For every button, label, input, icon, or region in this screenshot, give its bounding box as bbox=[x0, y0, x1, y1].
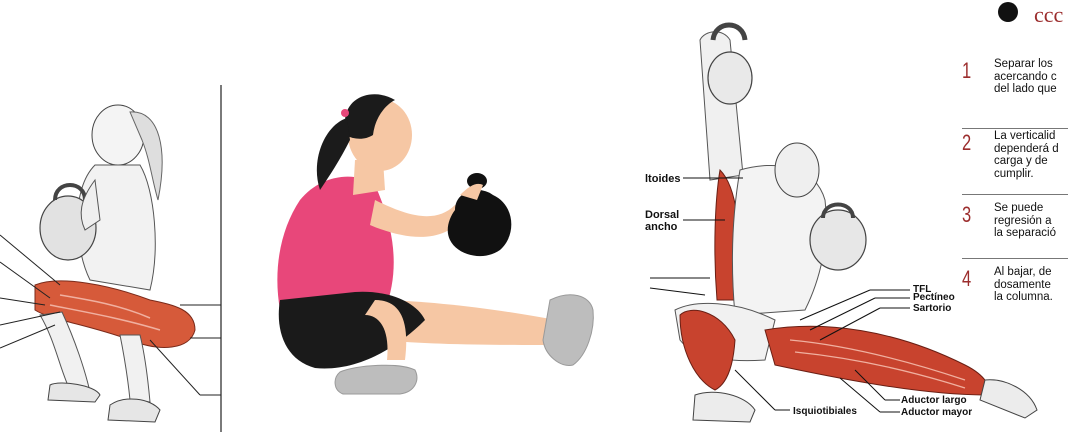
label-aductor-largo: Aductor largo bbox=[901, 395, 967, 406]
step-divider bbox=[962, 194, 1068, 195]
shoe-left bbox=[693, 392, 755, 422]
hair-tie bbox=[341, 109, 349, 117]
step-number: 3 bbox=[962, 202, 971, 228]
shoe-right bbox=[108, 399, 160, 422]
step-number: 1 bbox=[962, 58, 971, 84]
step-number: 4 bbox=[962, 266, 971, 292]
kettlebell bbox=[448, 190, 512, 256]
step-text: Al bajar, de dosamente la columna. bbox=[994, 266, 1053, 304]
shoe-extended bbox=[543, 295, 593, 366]
label-pectineo: Pectíneo bbox=[913, 292, 955, 303]
goblet-squat-drawing bbox=[0, 0, 225, 432]
step-number: 2 bbox=[962, 130, 971, 156]
pistol-squat-drawing bbox=[225, 0, 625, 432]
label-deltoides: ltoides bbox=[645, 173, 680, 185]
shoe-left bbox=[48, 383, 100, 402]
step-divider bbox=[962, 128, 1068, 129]
head bbox=[775, 143, 819, 197]
kettlebell-front bbox=[810, 210, 866, 270]
pistol-squat-illustration bbox=[225, 0, 625, 432]
shirt bbox=[277, 177, 393, 310]
label-sartorio: Sartorio bbox=[913, 303, 951, 314]
step-divider bbox=[962, 258, 1068, 259]
label-isquiotibiales: Isquiotibiales bbox=[793, 406, 857, 417]
label-dorsal-ancho-1: Dorsal bbox=[645, 209, 679, 221]
kettlebell-overhead bbox=[708, 52, 752, 104]
step-text: La verticalid dependerá d carga y de cum… bbox=[994, 130, 1059, 180]
shoe-bent bbox=[335, 365, 417, 394]
goblet-squat-illustration bbox=[0, 0, 225, 432]
step-text: Se puede regresión a la separació bbox=[994, 202, 1056, 240]
steps-list: 1 Separar los acercando c del lado que 2… bbox=[962, 0, 1068, 432]
step-text: Separar los acercando c del lado que bbox=[994, 58, 1057, 96]
label-dorsal-ancho-2: ancho bbox=[645, 221, 678, 233]
